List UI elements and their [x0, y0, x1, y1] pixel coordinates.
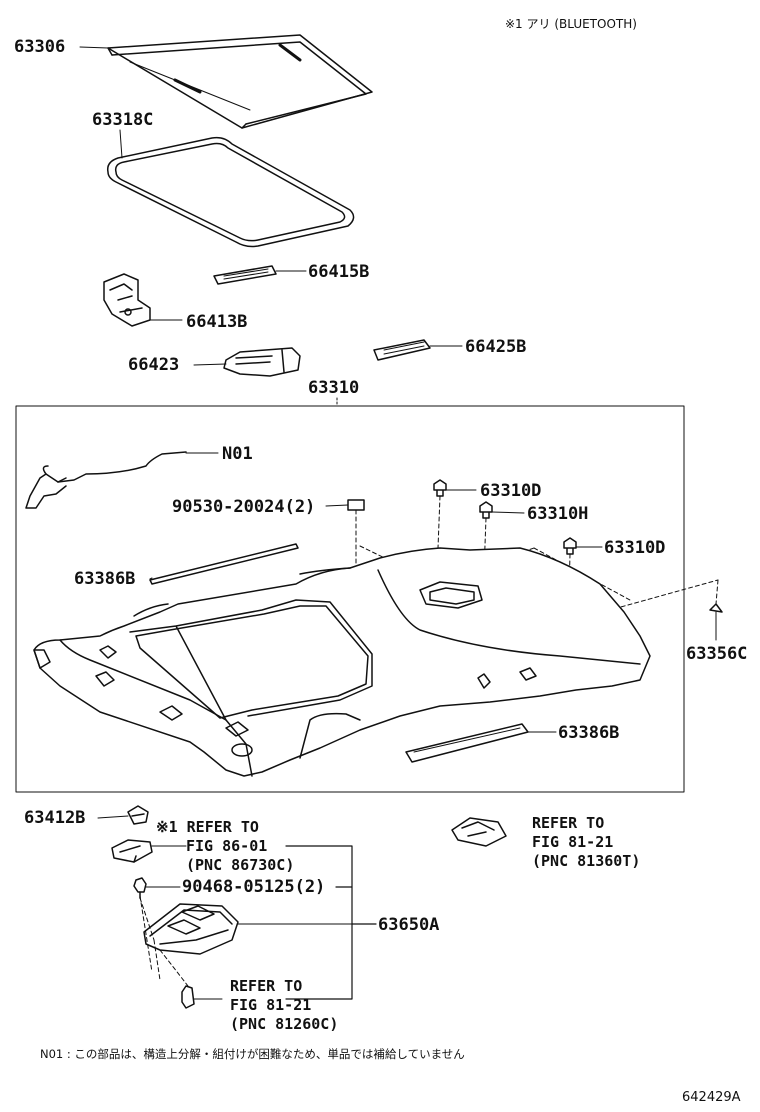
label-63310h: 63310H	[527, 504, 589, 524]
headliner-frame	[15, 405, 685, 793]
part-81360t	[451, 817, 507, 847]
label-63306: 63306	[14, 37, 66, 57]
clip-63310d-a	[433, 479, 447, 497]
clip-63356c	[709, 603, 723, 613]
label-66413b: 66413B	[186, 312, 248, 332]
bracket-66413b	[103, 273, 151, 327]
label-63318c: 63318C	[92, 110, 154, 130]
label-66425b: 66425B	[465, 337, 527, 357]
label-n01: N01	[222, 444, 253, 464]
ref-86730c-line3: (PNC 86730C)	[186, 856, 295, 874]
ref-81260c-line3: (PNC 81260C)	[230, 1015, 339, 1033]
part-66423	[223, 347, 301, 377]
label-63310d-a: 63310D	[480, 481, 542, 501]
strip-63386b-upper	[149, 543, 299, 585]
sunshade-panel	[107, 34, 373, 129]
ref-81260c-line2: FIG 81-21	[230, 996, 312, 1014]
ref-81360t-line2: FIG 81-21	[532, 833, 614, 851]
strip-63386b-lower	[405, 723, 529, 763]
clip-63310d-b	[563, 537, 577, 555]
headliner-body	[33, 547, 651, 777]
weatherstrip-ring	[106, 136, 355, 248]
ref-bracket	[285, 845, 353, 1000]
label-63386b-upper: 63386B	[74, 569, 136, 589]
part-63412b	[127, 805, 149, 825]
ref-81260c-line1: REFER TO	[230, 977, 303, 995]
label-63310: 63310	[308, 378, 360, 398]
label-63310d-b: 63310D	[604, 538, 666, 558]
ref-81360t-line1: REFER TO	[532, 814, 605, 832]
label-63386b-lower: 63386B	[558, 723, 620, 743]
lower-dashed-leaders	[139, 895, 189, 987]
map-lamp-63650a	[143, 903, 239, 955]
clip-63310h	[479, 501, 493, 519]
lens-66425b	[373, 339, 431, 361]
ref-86730c-line2: FIG 86-01	[186, 837, 268, 855]
label-66423: 66423	[128, 355, 180, 375]
header-note: ※1 アリ (BLUETOOTH)	[505, 17, 637, 31]
label-63412b: 63412B	[24, 808, 86, 828]
label-66415b: 66415B	[308, 262, 370, 282]
ref-86730c-line1: ※1 REFER TO	[156, 818, 259, 836]
wire-harness-n01	[25, 451, 187, 509]
screw-90468	[133, 877, 147, 899]
label-90530: 90530-20024(2)	[172, 497, 316, 517]
label-63356c: 63356C	[686, 644, 748, 664]
part-86730c	[111, 839, 153, 863]
tape-90530	[347, 499, 365, 511]
lens-66415b	[213, 265, 277, 285]
ref-81360t-line3: (PNC 81360T)	[532, 852, 641, 870]
label-63650a: 63650A	[378, 915, 440, 935]
footnote: N01 : この部品は、構造上分解・組付けが困難なため、単品では補給していません	[40, 1047, 465, 1061]
bulb-81260c	[181, 985, 195, 1009]
diagram-id: 642429A	[682, 1090, 741, 1105]
label-90468: 90468-05125(2)	[182, 877, 326, 897]
